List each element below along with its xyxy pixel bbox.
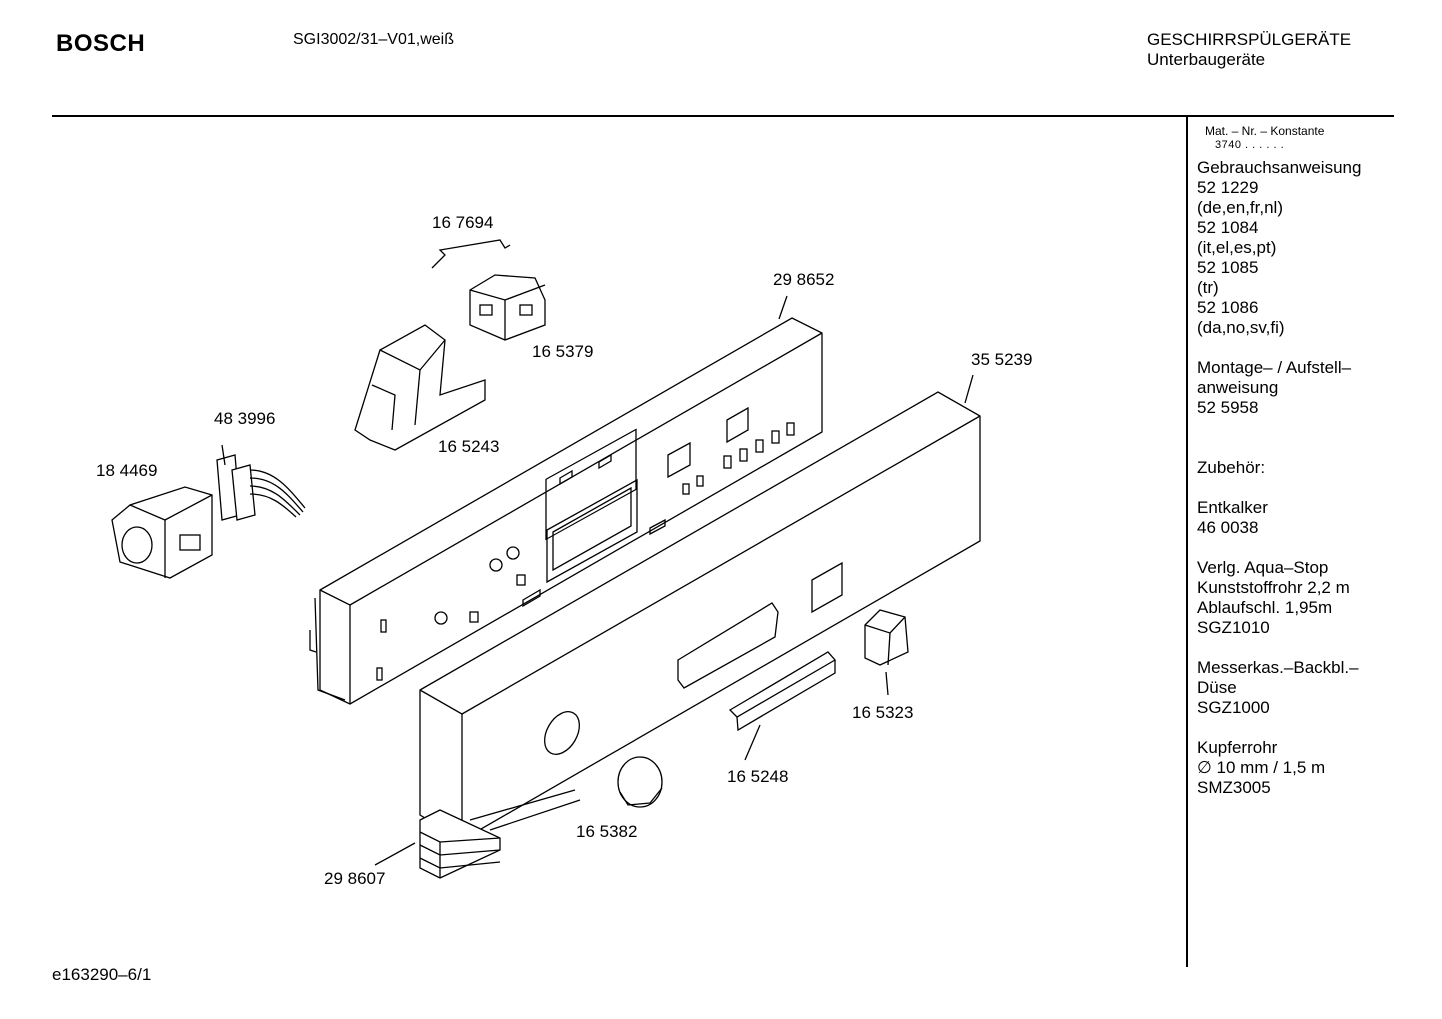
- part-label-483996: 48 3996: [214, 409, 275, 428]
- mounting-strip: [728, 651, 837, 732]
- control-panel-frame: [309, 317, 823, 705]
- leader-165323: [885, 671, 889, 696]
- sidebar-parts-info: Mat. – Nr. – Konstante 3740 . . . . . . …: [1197, 124, 1361, 798]
- exploded-parts-diagram: 16 7694 29 8652 16 5379 35 5239 48 3996 …: [96, 213, 1032, 888]
- leader-165248: [744, 724, 761, 761]
- manual-number: 52 1085: [1197, 258, 1259, 277]
- manual-number: 52 1229: [1197, 178, 1259, 197]
- front-fascia: [419, 391, 981, 841]
- indicator-cap: [864, 609, 909, 666]
- leader-298607: [374, 842, 416, 866]
- accessory-line: Kunststoffrohr 2,2 m: [1197, 578, 1350, 597]
- accessories-title: Zubehör:: [1197, 458, 1266, 477]
- manual-langs: (da,no,sv,fi): [1197, 318, 1285, 337]
- manuals-title: Gebrauchsanweisung: [1197, 158, 1362, 177]
- spring-clip: [431, 239, 511, 269]
- wire-connector: [216, 454, 306, 521]
- part-label-167694: 16 7694: [432, 213, 493, 232]
- accessory-line: Kupferrohr: [1197, 738, 1278, 757]
- manual-langs: (it,el,es,pt): [1197, 238, 1277, 257]
- manual-number: 52 1086: [1197, 298, 1259, 317]
- part-label-184469: 18 4469: [96, 461, 157, 480]
- leader-483996: [221, 444, 226, 466]
- program-knob: [617, 756, 663, 808]
- part-label-165248: 16 5248: [727, 767, 788, 786]
- mat-nr-value: 3740 . . . . . .: [1215, 139, 1285, 151]
- install-title: Montage– / Aufstell–: [1197, 358, 1352, 377]
- install-title-cont: anweisung: [1197, 378, 1279, 397]
- brand-logo: BOSCH: [56, 30, 146, 57]
- part-label-298652: 29 8652: [773, 270, 834, 289]
- part-label-355239: 35 5239: [971, 350, 1032, 369]
- manual-langs: (de,en,fr,nl): [1197, 198, 1283, 217]
- part-label-298607: 29 8607: [324, 869, 385, 888]
- category-title: GESCHIRRSPÜLGERÄTE Unterbaugeräte: [1147, 30, 1351, 70]
- accessory-line: Düse: [1197, 678, 1237, 697]
- header-divider: [52, 115, 1394, 117]
- part-label-165382: 16 5382: [576, 822, 637, 841]
- accessory-line: Messerkas.–Backbl.–: [1197, 658, 1359, 677]
- accessory-line: Entkalker: [1197, 498, 1268, 517]
- mat-nr-header: Mat. – Nr. – Konstante: [1205, 124, 1325, 138]
- part-label-165379: 16 5379: [532, 342, 593, 361]
- install-number: 52 5958: [1197, 398, 1259, 417]
- accessory-line: Ablaufschl. 1,95m: [1197, 598, 1333, 617]
- leader-355239: [964, 374, 974, 404]
- category-line-2: Unterbaugeräte: [1147, 50, 1266, 69]
- part-label-165323: 16 5323: [852, 703, 913, 722]
- accessory-line: SGZ1010: [1197, 618, 1270, 637]
- model-number: SGI3002/31–V01,weiß: [293, 31, 454, 48]
- programmer-timer: [111, 486, 213, 579]
- switch-module: [469, 274, 546, 341]
- category-line-1: GESCHIRRSPÜLGERÄTE: [1147, 30, 1352, 49]
- switch-holder: [354, 324, 486, 451]
- drawing-id: e163290–6/1: [52, 965, 152, 984]
- accessory-line: 46 0038: [1197, 518, 1259, 537]
- manual-number: 52 1084: [1197, 218, 1259, 237]
- accessory-line: ∅ 10 mm / 1,5 m: [1197, 758, 1326, 777]
- part-label-165243: 16 5243: [438, 437, 499, 456]
- manual-langs: (tr): [1197, 278, 1219, 297]
- sidebar-divider: [1186, 117, 1188, 967]
- leader-298652: [778, 295, 788, 320]
- foam-pads: [419, 789, 581, 879]
- accessory-line: Verlg. Aqua–Stop: [1197, 558, 1329, 577]
- accessory-line: SGZ1000: [1197, 698, 1270, 717]
- accessory-line: SMZ3005: [1197, 778, 1271, 797]
